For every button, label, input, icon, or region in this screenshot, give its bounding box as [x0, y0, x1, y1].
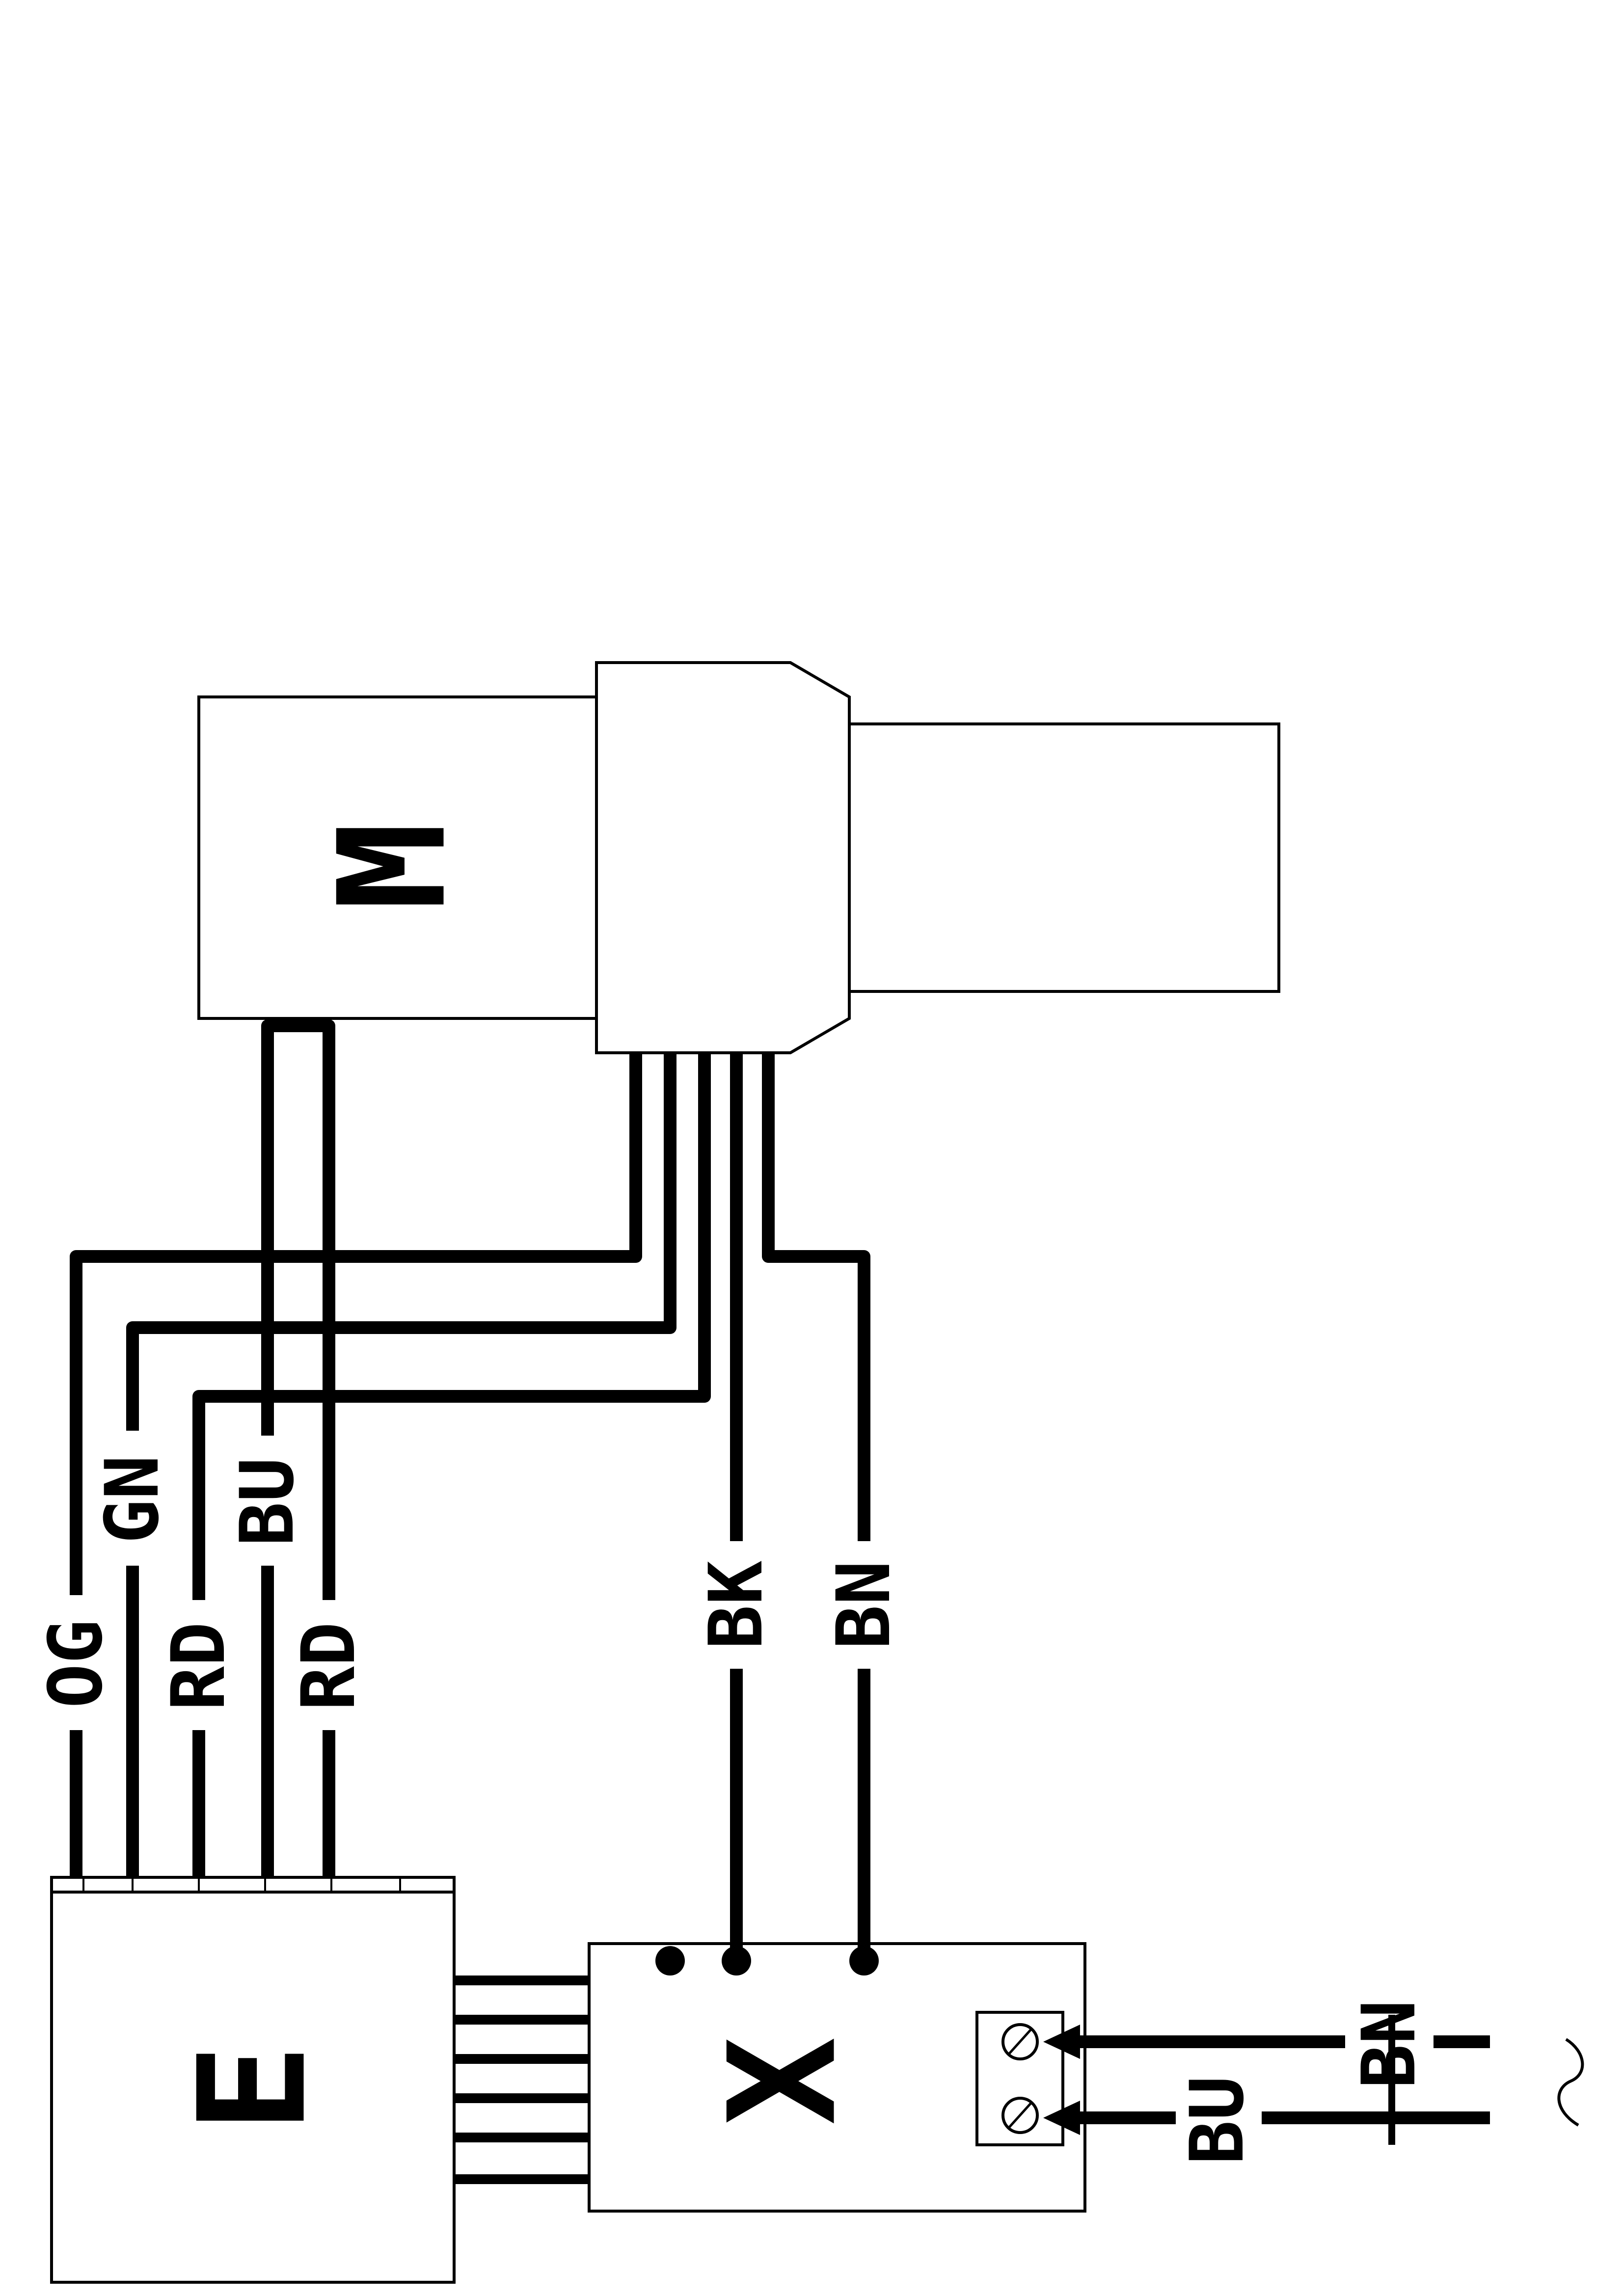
junction-dot-bk — [722, 1946, 751, 1976]
terminal-dividers — [82, 1877, 401, 1892]
wire-og — [70, 1053, 642, 1595]
motor-letter: M — [307, 822, 479, 911]
label-bn-2: BN — [1347, 2000, 1432, 2089]
junction-dot-spare — [655, 1946, 685, 1976]
label-bu-1: BU — [225, 1458, 310, 1547]
label-rd-1: RD — [156, 1622, 242, 1711]
label-rd-2: RD — [286, 1622, 372, 1711]
electronics-unit — [50, 1876, 456, 2284]
electronics-terminal-strip — [50, 1876, 456, 1894]
terminal-arrows — [1043, 2025, 1080, 2135]
wire-motor-loop — [261, 1019, 335, 1600]
label-bk: BK — [694, 1561, 779, 1650]
junction-dot-bn — [849, 1946, 879, 1976]
motor-assembly — [197, 661, 1280, 1054]
wire-bn-1-upper — [762, 1053, 870, 1541]
ac-supply-icon — [1557, 2038, 1584, 2127]
connector-body — [588, 1942, 1086, 2213]
wire-gn — [126, 1053, 676, 1431]
label-bn-1: BN — [821, 1561, 907, 1650]
wire-rd-1 — [192, 1053, 711, 1600]
connector-letter: X — [698, 2037, 869, 2126]
electronics-letter: E — [167, 2044, 339, 2133]
arrow-bu-terminal — [1043, 2101, 1080, 2135]
component-letters: M E X — [167, 822, 869, 2133]
screw-terminal-top — [1001, 2023, 1039, 2060]
arrow-bn-terminal — [1043, 2025, 1080, 2059]
screw-terminal-block — [975, 2011, 1064, 2146]
junction-dots — [655, 1946, 879, 1976]
label-og: OG — [33, 1620, 119, 1709]
label-gn: GN — [90, 1455, 175, 1544]
wires — [70, 1019, 1490, 2184]
screw-terminal-bottom — [1001, 2097, 1039, 2134]
motor-shaft — [848, 722, 1280, 993]
connector-unit — [588, 1942, 1086, 2213]
wire-bus — [454, 1976, 589, 2184]
label-bu-2: BU — [1175, 2076, 1260, 2165]
wire-labels: OG GN RD BU RD BK BN BN BU — [33, 1455, 1432, 2165]
motor-gear-housing — [595, 661, 851, 1054]
